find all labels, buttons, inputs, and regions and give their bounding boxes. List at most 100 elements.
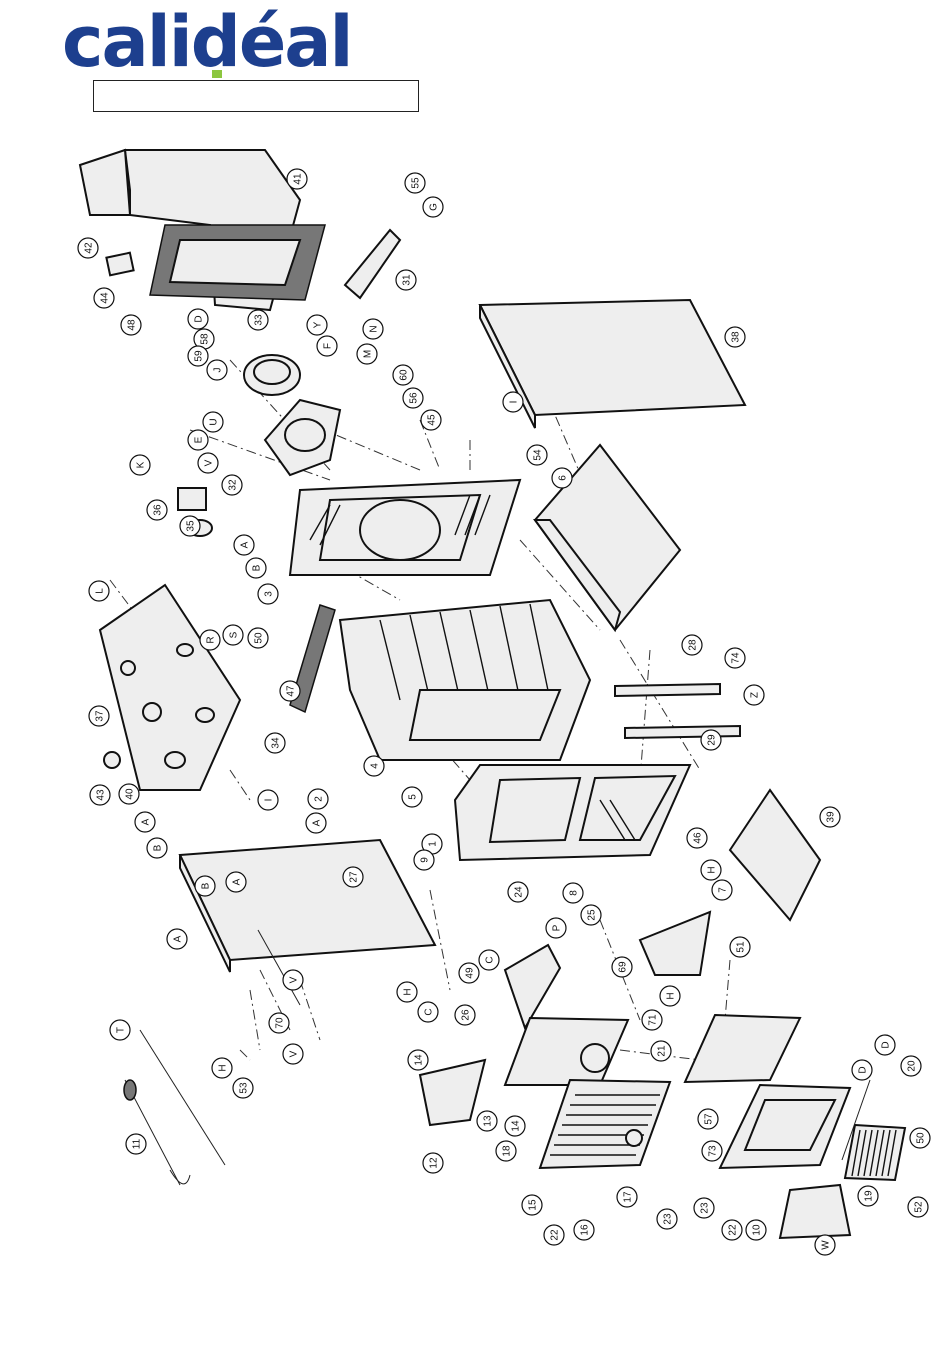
callout-label: 22: [728, 1224, 739, 1236]
callout-43: 43: [90, 785, 110, 805]
callout-34: 34: [265, 733, 285, 753]
callout-19: 19: [858, 1186, 878, 1206]
callout-5: 5: [402, 787, 422, 807]
callout-54: 54: [527, 445, 547, 465]
callout-label: A: [240, 541, 251, 548]
part-31-bracket: [345, 230, 400, 298]
callout-label: 15: [528, 1199, 539, 1211]
callout-U: U: [203, 412, 223, 432]
callout-label: P: [552, 924, 563, 931]
callout-label: 47: [286, 685, 297, 697]
callout-51: 51: [730, 937, 750, 957]
callout-31: 31: [396, 270, 416, 290]
part-12-loading-door: [540, 1080, 670, 1168]
callout-70: 70: [269, 1013, 289, 1033]
callout-Y: Y: [307, 315, 327, 335]
callout-label: M: [363, 350, 374, 358]
callout-label: 19: [864, 1190, 875, 1202]
callout-label: A: [312, 819, 323, 826]
callout-50: 50: [248, 628, 268, 648]
callout-57: 57: [698, 1109, 718, 1129]
callout-label: H: [707, 866, 718, 873]
callout-label: W: [821, 1240, 832, 1250]
callout-label: 22: [550, 1229, 561, 1241]
callout-label: 35: [186, 520, 197, 532]
callout-label: R: [206, 636, 217, 643]
callout-23: 23: [657, 1209, 677, 1229]
callout-label: S: [229, 631, 240, 638]
callout-label: 58: [200, 333, 211, 345]
brand-wordmark: calidéal: [62, 8, 352, 80]
callout-44: 44: [94, 288, 114, 308]
callout-3: 3: [258, 584, 278, 604]
callout-label: V: [289, 976, 300, 983]
callout-label: B: [252, 564, 263, 571]
part-43-knob: [104, 752, 120, 768]
callout-6: 6: [552, 468, 572, 488]
callout-14: 14: [408, 1050, 428, 1070]
callout-label: E: [194, 436, 205, 443]
callout-C: C: [418, 1002, 438, 1022]
callout-label: L: [95, 588, 106, 594]
brand-accent-mark: [212, 70, 222, 78]
callout-40: 40: [119, 784, 139, 804]
part-53-scraper-tool: [140, 1030, 225, 1165]
callout-label: 26: [461, 1009, 472, 1021]
callout-label: U: [209, 418, 220, 425]
title-box: [93, 80, 419, 112]
callout-55: 55: [405, 173, 425, 193]
callout-label: I: [509, 401, 520, 404]
callout-label: 25: [587, 909, 598, 921]
part-28-rod: [615, 684, 720, 696]
callout-D: D: [188, 309, 208, 329]
callout-label: 43: [96, 789, 107, 801]
part-50-cover-plate: [420, 1060, 485, 1125]
callout-B: B: [246, 558, 266, 578]
callout-label: 16: [580, 1224, 591, 1236]
callout-11: 11: [126, 1134, 146, 1154]
callout-label: 27: [349, 871, 360, 883]
callout-L: L: [89, 581, 109, 601]
callout-label: 46: [693, 832, 704, 844]
callout-label: 51: [736, 941, 747, 953]
callout-52: 52: [908, 1197, 928, 1217]
callout-42: 42: [78, 238, 98, 258]
callout-label: 57: [704, 1113, 715, 1125]
callout-B: B: [195, 876, 215, 896]
callout-S: S: [223, 625, 243, 645]
part-44-plate: [106, 253, 133, 276]
callout-21: 21: [651, 1041, 671, 1061]
part-17-ash-door: [720, 1085, 850, 1168]
callout-label: 34: [271, 737, 282, 749]
callout-N: N: [363, 319, 383, 339]
part-46-base-plate: [730, 790, 820, 920]
callout-4: 4: [364, 756, 384, 776]
part-10-glass: [780, 1185, 850, 1238]
part-33-flue-ring: [244, 355, 300, 395]
callout-17: 17: [617, 1187, 637, 1207]
part-14-door-frame-right: [685, 1015, 800, 1082]
callout-28: 28: [682, 635, 702, 655]
callout-label: 17: [623, 1191, 634, 1203]
callout-label: 71: [648, 1014, 659, 1026]
callout-label: 23: [663, 1213, 674, 1225]
callout-32: 32: [222, 475, 242, 495]
callout-13: 13: [477, 1111, 497, 1131]
part-49-deflector: [505, 945, 560, 1028]
callout-20: 20: [901, 1056, 921, 1076]
part-3-rear-section: [290, 480, 520, 575]
part-13-door-frame: [505, 1018, 628, 1085]
callout-label: 10: [752, 1224, 763, 1236]
callout-label: 8: [569, 890, 580, 896]
part-1-front-section: [455, 765, 690, 860]
callout-18: 18: [496, 1141, 516, 1161]
callout-P: P: [546, 918, 566, 938]
calideal-logo: calidéal: [62, 8, 432, 80]
callout-label: 6: [558, 475, 569, 481]
callout-39: 39: [820, 807, 840, 827]
callout-2: 2: [308, 789, 328, 809]
callout-label: C: [424, 1008, 435, 1015]
callout-15: 15: [522, 1195, 542, 1215]
callout-label: N: [369, 325, 380, 332]
callout-H: H: [397, 982, 417, 1002]
